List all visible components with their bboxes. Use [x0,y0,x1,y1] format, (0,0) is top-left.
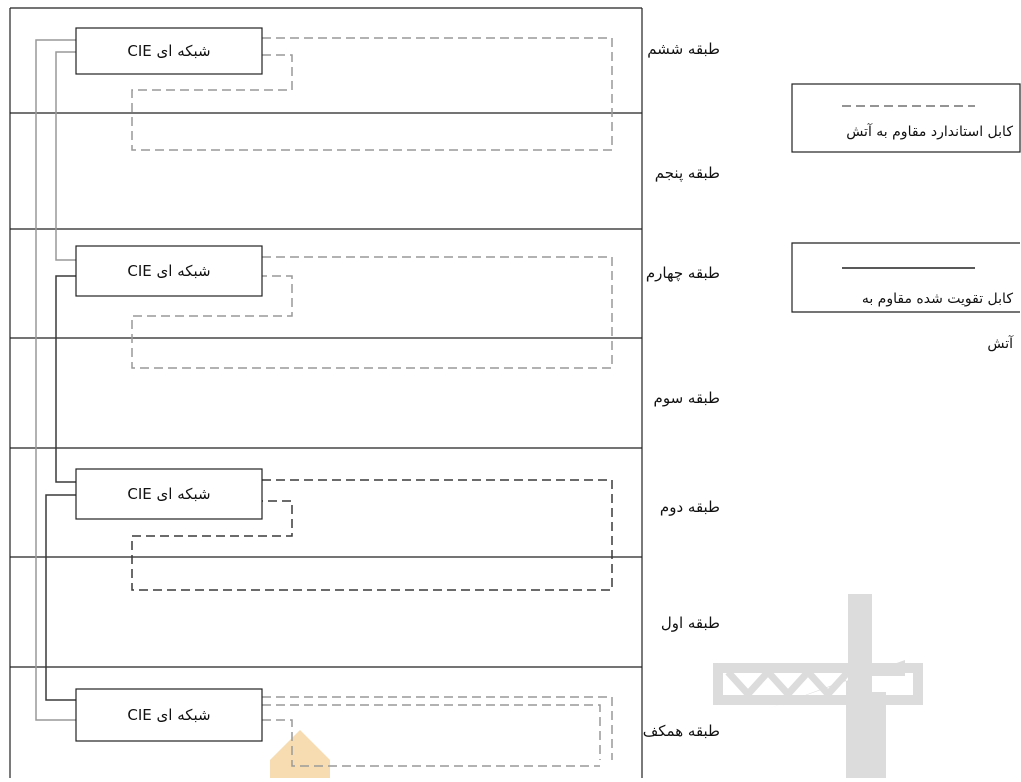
cie-box-label: CIE شبکه ای [127,706,210,724]
floor-label-second: طبقه دوم [660,498,720,516]
legend-reinforced-cable: کابل تقویت شده مقاوم به آتش [791,242,1020,352]
cie-box-second: CIE شبکه ای [75,468,263,520]
floor-label-third: طبقه سوم [654,389,720,407]
legend-reinforced-label-line2: آتش [987,335,1014,352]
cie-box-label: CIE شبکه ای [127,485,210,503]
standard-loops [131,37,613,767]
legend-standard-cable: کابل استاندارد مقاوم به آتش [791,83,1021,153]
floor-label-ground: طبقه همکف [643,722,720,740]
floor-label-fifth: طبقه پنجم [655,164,720,183]
loop-sixth [131,37,613,151]
floor-label-first: طبقه اول [661,614,720,632]
cie-box-label: CIE شبکه ای [127,262,210,280]
cie-box-fourth: CIE شبکه ای [75,245,263,297]
loop-second [131,479,613,591]
floor-label-fourth: طبقه چهارم [646,264,720,282]
loop-fourth [131,256,613,369]
loop-ground [262,696,613,767]
floor-labels: طبقه ششم طبقه پنجم طبقه چهارم طبقه سوم ط… [643,40,720,740]
legend-reinforced-label-line1: کابل تقویت شده مقاوم به [862,291,1014,307]
reinforced-risers [35,39,76,721]
cie-box-label: CIE شبکه ای [127,42,210,60]
cie-box-ground: CIE شبکه ای [75,688,263,742]
cie-box-sixth: CIE شبکه ای [75,27,263,75]
watermark-logo [270,594,923,778]
legend-standard-label: کابل استاندارد مقاوم به آتش [846,123,1013,140]
floor-grid [9,7,643,778]
floor-label-sixth: طبقه ششم [647,40,720,58]
